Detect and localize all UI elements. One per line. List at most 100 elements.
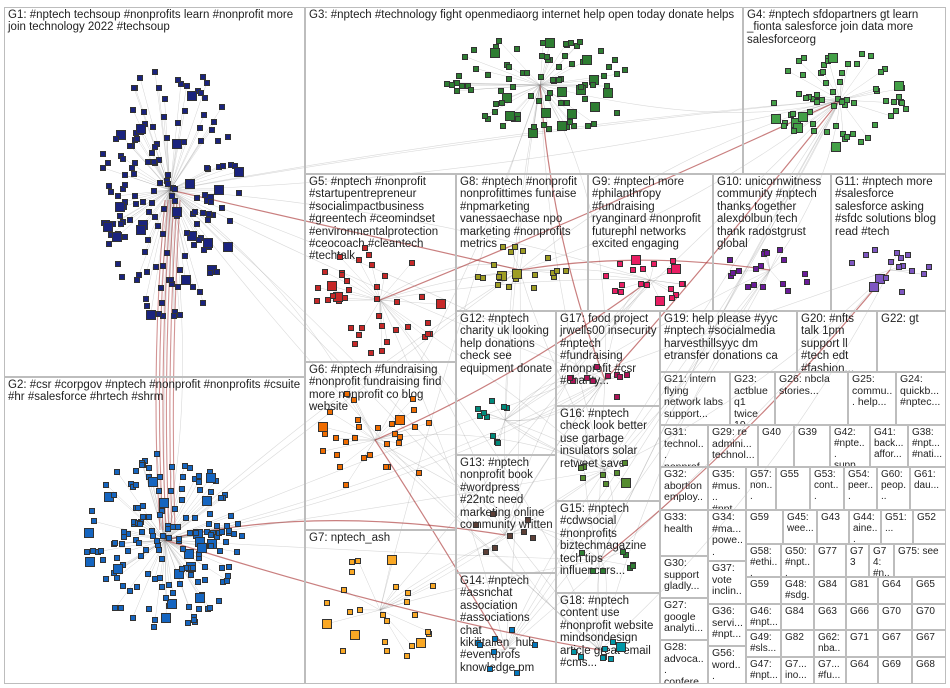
group-g8[interactable]: G8: #nptech #nonprofit nonprofittimes fu… bbox=[456, 174, 588, 311]
group-g32[interactable]: G32: abortion employ... bbox=[660, 467, 708, 510]
group-g15[interactable]: G15: #nptech #cdwsocial #nonprofits bizt… bbox=[556, 501, 660, 593]
group-g27[interactable]: G27: google analyti... bbox=[660, 598, 708, 640]
group-label-g5: G5: #nptech #nonprofit #startupentrepren… bbox=[309, 176, 439, 263]
group-g23[interactable]: G23: actblue q1 twice 19... bbox=[730, 372, 775, 425]
group-g25[interactable]: G25: commu... help... bbox=[848, 372, 896, 425]
group-g29[interactable]: G29: re admini... technol... bbox=[708, 425, 758, 467]
network-node bbox=[134, 584, 141, 590]
group-g41[interactable]: G41: back... affor... bbox=[870, 425, 908, 467]
group-g1[interactable]: G1: #nptech techsoup #nonprofits learn #… bbox=[4, 7, 305, 377]
group-g74[interactable]: G73 bbox=[846, 544, 869, 577]
group-g82[interactable]: G82 bbox=[781, 630, 814, 657]
group-g59[interactable]: G59 bbox=[746, 577, 781, 604]
group-g39[interactable]: G39 bbox=[794, 425, 830, 467]
group-g4[interactable]: G4: #nptech sfdopartners gt learn _fiont… bbox=[743, 7, 946, 174]
group-g75[interactable]: G74: #n... bbox=[869, 544, 894, 577]
group-g35[interactable]: G35: #mus... #npt... bbox=[708, 467, 746, 510]
group-g10[interactable]: G10: unicornwitness community #nptech th… bbox=[713, 174, 831, 311]
group-g84[interactable]: G84 bbox=[814, 577, 846, 604]
network-node bbox=[735, 268, 742, 275]
group-g48[interactable]: G48: #sdg... bbox=[781, 577, 814, 604]
group-g49[interactable]: G49: #sls... bbox=[746, 630, 781, 657]
group-g57[interactable]: G57: non... bbox=[746, 467, 776, 510]
group-g22[interactable]: G22: gt bbox=[877, 311, 946, 372]
group-g61[interactable]: G60: peop... bbox=[877, 467, 910, 510]
group-g50[interactable]: G50: #npt... bbox=[781, 544, 814, 577]
group-g13[interactable]: G13: #nptech nonprofit book #wordpress #… bbox=[456, 455, 556, 573]
group-g12[interactable]: G12: #nptech charity uk looking help don… bbox=[456, 311, 556, 455]
group-g53[interactable]: G53: cont... bbox=[810, 467, 844, 510]
group-g60[interactable]: G59 bbox=[746, 510, 783, 544]
group-g67[interactable]: G65 bbox=[912, 577, 946, 604]
group-g9[interactable]: G9: #nptech more #philanthropy #fundrais… bbox=[588, 174, 713, 311]
group-g81[interactable]: G81 bbox=[846, 577, 878, 604]
group-g69[interactable]: G67 bbox=[878, 630, 912, 657]
group-g24[interactable]: G24: quickb... #nptec... bbox=[896, 372, 946, 425]
group-g28[interactable]: G28: advoca... confere... bbox=[660, 640, 708, 684]
group-label-g4: G4: #nptech sfdopartners gt learn _fiont… bbox=[747, 9, 919, 46]
network-node bbox=[425, 330, 432, 337]
group-g52[interactable]: G52 bbox=[913, 510, 946, 544]
group-g78[interactable]: G77 bbox=[814, 544, 846, 577]
group-g16[interactable]: G16: #nptech check look better use garba… bbox=[556, 406, 660, 501]
group-g20[interactable]: G20: #nfts talk 1pm support ll #tech edt… bbox=[797, 311, 877, 372]
network-node bbox=[160, 263, 167, 270]
group-g65[interactable]: G63 bbox=[814, 604, 846, 630]
group-g56[interactable]: G56: word... bbox=[708, 646, 746, 684]
group-g14[interactable]: G14: #nptech #assnchat association #asso… bbox=[456, 573, 556, 684]
group-g46[interactable]: G46: #npt... bbox=[746, 604, 781, 630]
group-g19[interactable]: G19: help please #yyc #nptech #socialmed… bbox=[660, 311, 797, 372]
group-g31[interactable]: G31: technol... nonprof... bbox=[660, 425, 708, 467]
group-g63[interactable]: G62: nba... bbox=[814, 630, 846, 657]
group-g73[interactable]: G71 bbox=[846, 630, 878, 657]
group-g42[interactable]: G42: #npte... supp... bbox=[830, 425, 870, 467]
group-g51[interactable]: G51: ... bbox=[881, 510, 913, 544]
group-g68[interactable]: G66 bbox=[846, 604, 878, 630]
group-g7[interactable]: G7: nptech_ash bbox=[305, 530, 456, 684]
group-g17[interactable]: G17: food project jrwells00 insecurity #… bbox=[556, 311, 660, 406]
network-node bbox=[145, 309, 156, 320]
group-g76[interactable]: G75: see bbox=[894, 544, 946, 577]
network-node bbox=[137, 552, 144, 559]
group-g11[interactable]: G11: #nptech more #salesforce salesforce… bbox=[831, 174, 946, 311]
group-g44[interactable]: G44: aine... don... bbox=[849, 510, 881, 544]
group-g45[interactable]: G45: wee... bbox=[783, 510, 817, 544]
group-g69b[interactable]: G67 bbox=[912, 630, 946, 657]
group-g38[interactable]: G38: #npt... #nati... bbox=[908, 425, 946, 467]
group-g72[interactable]: G70 bbox=[878, 604, 912, 630]
group-g26[interactable]: G26: nbcla stories... bbox=[775, 372, 848, 425]
group-g77[interactable]: G7... ino... bbox=[781, 657, 814, 684]
network-node bbox=[138, 461, 145, 468]
group-g36[interactable]: G36: servi... #npt... bbox=[708, 604, 746, 646]
group-g70[interactable]: G68 bbox=[912, 657, 946, 684]
network-node bbox=[359, 324, 366, 331]
group-g84b[interactable]: G84 bbox=[781, 604, 814, 630]
group-g62[interactable]: G61: dau... bbox=[910, 467, 946, 510]
group-g21[interactable]: G21: intern flying network labs support.… bbox=[660, 372, 730, 425]
network-node bbox=[100, 150, 107, 157]
group-g43[interactable]: G43 bbox=[817, 510, 849, 544]
group-g64[interactable]: G64 bbox=[846, 657, 878, 684]
group-g54[interactable]: G54: peer... bbox=[844, 467, 877, 510]
group-g71[interactable]: G69 bbox=[878, 657, 912, 684]
network-node bbox=[158, 285, 165, 292]
group-g18[interactable]: G18: #nptech content use #nonprofit webs… bbox=[556, 593, 660, 684]
group-g58[interactable]: G58: #ethi... bbox=[746, 544, 781, 577]
group-g5[interactable]: G5: #nptech #nonprofit #startupentrepren… bbox=[305, 174, 456, 362]
group-g40[interactable]: G40 bbox=[758, 425, 794, 467]
network-node bbox=[154, 538, 161, 544]
group-g37[interactable]: G37: vote inclin... bbox=[708, 561, 746, 604]
group-g33[interactable]: G33: health bbox=[660, 510, 708, 556]
group-g47[interactable]: G47: #npt... bbox=[746, 657, 781, 684]
network-node bbox=[181, 108, 188, 115]
group-g6[interactable]: G6: #nptech #fundraising #nonprofit fund… bbox=[305, 362, 456, 530]
group-g66[interactable]: G64 bbox=[878, 577, 912, 604]
group-g55[interactable]: G55 bbox=[776, 467, 810, 510]
group-g30[interactable]: G30: support gladly... bbox=[660, 556, 708, 598]
group-g2[interactable]: G2: #csr #corpgov #nptech #nonprofit #no… bbox=[4, 377, 305, 684]
group-g34[interactable]: G34: #ma... powe... bbox=[708, 510, 746, 561]
group-g72b[interactable]: G70 bbox=[912, 604, 946, 630]
group-g80[interactable]: G7... #fu... bbox=[814, 657, 846, 684]
group-g3[interactable]: G3: #nptech #technology fight openmediao… bbox=[305, 7, 743, 174]
group-label-g42: G42: #npte... supp... bbox=[834, 427, 865, 467]
